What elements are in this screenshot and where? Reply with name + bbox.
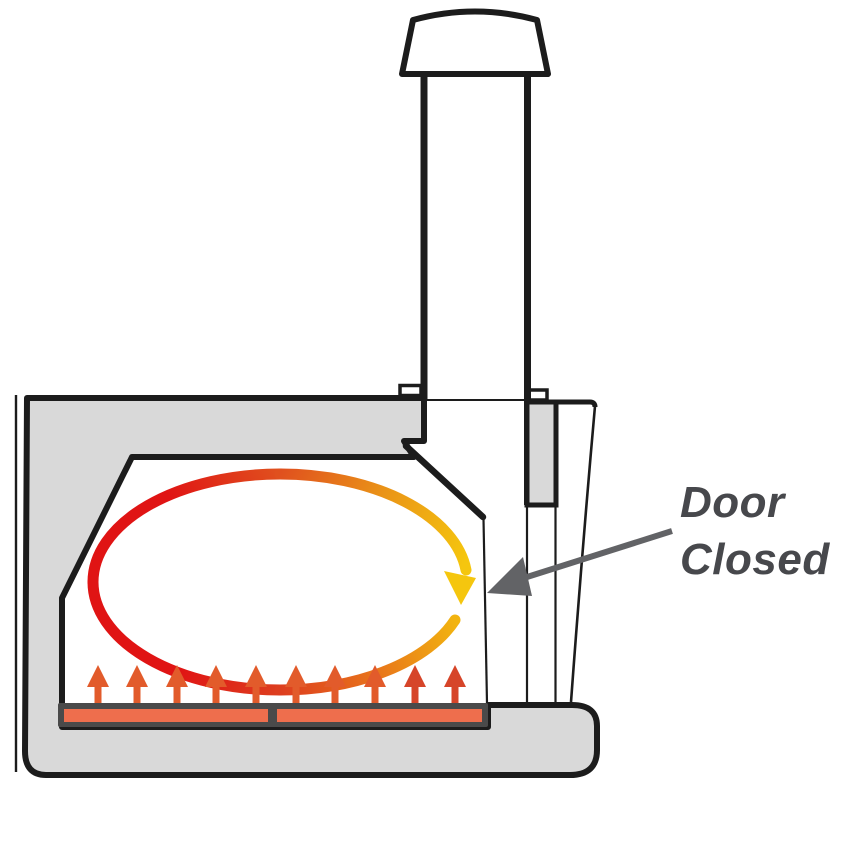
floor-slab-right xyxy=(277,709,482,722)
heat-arrow-icon xyxy=(444,665,466,704)
heat-circulation-loop xyxy=(87,468,476,696)
leader-line xyxy=(526,528,673,580)
leader-arrow xyxy=(487,528,673,596)
closed-door-panel xyxy=(524,399,559,508)
loop-arrowhead-icon xyxy=(444,571,476,605)
heat-arrow-icon xyxy=(87,665,109,704)
door-closed-label-line1: Door xyxy=(680,478,787,527)
loop-arc-top-left xyxy=(87,468,286,588)
heat-arrow-icon xyxy=(404,665,426,704)
heat-arrows xyxy=(87,665,466,704)
leader-arrowhead-icon xyxy=(487,557,532,596)
heat-arrow-icon xyxy=(166,665,188,704)
heat-arrow-icon xyxy=(126,665,148,704)
door-closed-label: Door Closed xyxy=(680,478,830,584)
loop-arc-top-right xyxy=(274,468,472,576)
heat-arrow-icon xyxy=(324,665,346,704)
floor-slab-left xyxy=(64,709,268,722)
loop-arc-bottom-left xyxy=(87,576,286,696)
chimney xyxy=(398,8,551,505)
chimney-flange-left xyxy=(398,383,423,398)
oven-floor xyxy=(58,703,488,727)
chamber-front-wall-line xyxy=(482,518,489,704)
loop-arc-bottom-right xyxy=(274,614,461,696)
heat-arrow-icon xyxy=(285,665,307,704)
heat-arrow-icon xyxy=(364,665,386,704)
door-closed-label-line2: Closed xyxy=(680,535,830,584)
heat-arrow-icon xyxy=(205,665,227,704)
ceiling-diagonal-line xyxy=(402,442,487,521)
outer-front-wall-line xyxy=(569,405,597,703)
chimney-cap xyxy=(399,8,551,77)
chimney-flange-right xyxy=(527,388,549,402)
heat-arrow-icon xyxy=(245,665,267,704)
